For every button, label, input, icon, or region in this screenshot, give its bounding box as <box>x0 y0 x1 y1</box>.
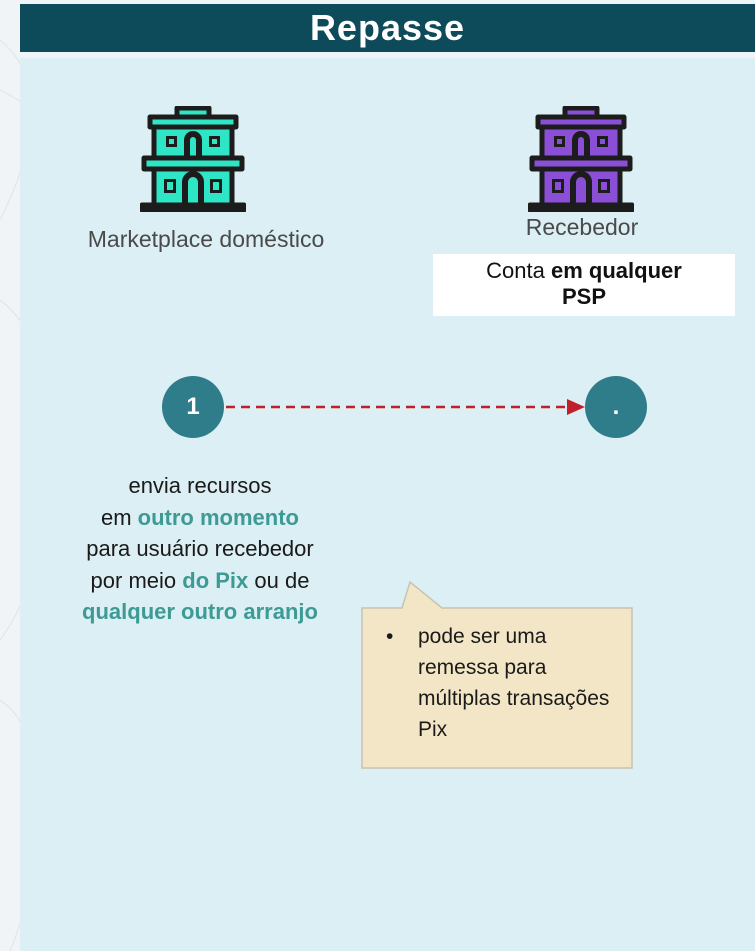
step-end-circle: . <box>585 376 647 438</box>
callout-body: pode ser uma remessa para múltiplas tran… <box>418 625 610 741</box>
desc-line-4: por meio do Pix ou de <box>40 565 360 597</box>
desc-line-2: em outro momento <box>40 502 360 534</box>
desc-l4-tail: ou de <box>248 567 310 593</box>
title-banner: Repasse <box>20 4 755 52</box>
account-text-bold: em qualquer <box>551 258 682 283</box>
desc-line-5: qualquer outro arranjo <box>40 596 360 628</box>
building-icon <box>528 106 634 212</box>
desc-l5-highlight: qualquer outro arranjo <box>82 599 318 624</box>
desc-l4-highlight: do Pix <box>182 567 249 593</box>
desc-line-1: envia recursos <box>128 473 272 498</box>
step-end-label: . <box>612 393 620 420</box>
marketplace-label: Marketplace doméstico <box>87 226 325 252</box>
account-text: Conta <box>486 258 551 283</box>
account-psp: PSP <box>561 284 607 309</box>
step-1-circle: 1 <box>162 376 224 438</box>
bullet: • <box>386 625 394 648</box>
desc-l2-plain: em <box>100 504 138 530</box>
step-description: envia recursos em outro momento para usu… <box>40 470 360 628</box>
desc-l4-plain: por meio <box>90 567 183 593</box>
recebedor-label: Recebedor <box>525 214 639 240</box>
callout-note <box>361 580 633 769</box>
desc-line-3: para usuário recebedor <box>86 536 314 561</box>
step-1-label: 1 <box>186 393 200 420</box>
callout-text: • pode ser uma remessa para múltiplas tr… <box>386 621 616 745</box>
building-icon <box>140 106 246 212</box>
account-box: Conta em qualquer PSP <box>433 254 735 316</box>
desc-l2-highlight: outro momento <box>137 504 299 530</box>
flow-arrow <box>226 399 585 415</box>
page-title: Repasse <box>309 7 466 48</box>
